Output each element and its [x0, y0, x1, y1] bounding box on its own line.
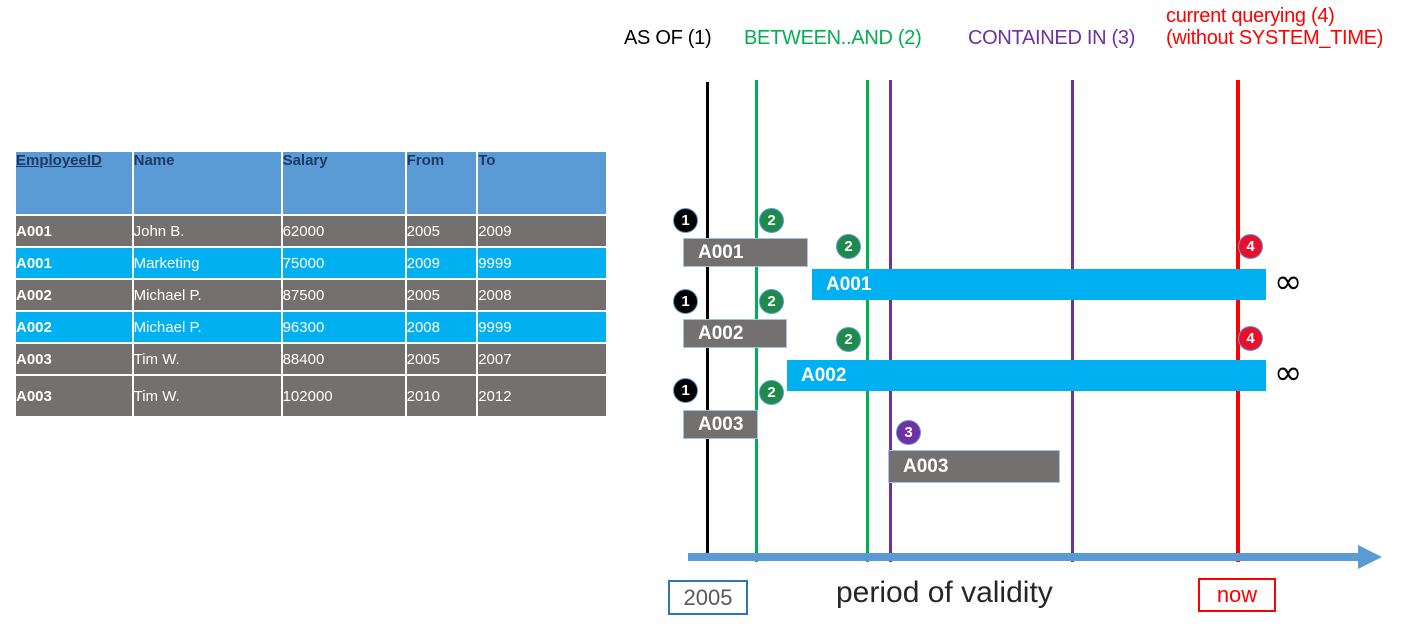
cell-employeeid: A001	[16, 216, 132, 246]
badge-as-of-1: 1	[673, 378, 698, 403]
table-row: A002 Michael P. 87500 2005 2008	[16, 280, 606, 310]
table-row: A002 Michael P. 96300 2008 9999	[16, 312, 606, 342]
cell-employeeid: A002	[16, 312, 132, 342]
cell-from: 2005	[406, 280, 477, 310]
timeline-bar: A003	[888, 450, 1060, 483]
cell-from: 2010	[406, 376, 477, 416]
cell-name: Tim W.	[133, 344, 281, 374]
legend-as-of: AS OF (1)	[624, 27, 712, 49]
badge-between-2: 2	[836, 234, 861, 259]
cell-name: John B.	[133, 216, 281, 246]
axis-title: period of validity	[836, 576, 1053, 609]
cell-employeeid: A003	[16, 344, 132, 374]
cell-name: Tim W.	[133, 376, 281, 416]
cell-name: Marketing	[133, 248, 281, 278]
cell-from: 2005	[406, 216, 477, 246]
query-line-contained-end	[1071, 80, 1074, 562]
cell-from: 2005	[406, 344, 477, 374]
timeline-bar: A002	[787, 360, 1266, 391]
badge-current-query-4: 4	[1238, 234, 1263, 259]
column-header-salary: Salary	[282, 152, 405, 214]
table-header-row: EmployeeID Name Salary From To	[16, 152, 606, 214]
legend-between-and: BETWEEN..AND (2)	[744, 27, 922, 49]
cell-salary: 62000	[282, 216, 405, 246]
legend-current-querying-line1: current querying (4)	[1166, 5, 1335, 27]
cell-employeeid: A002	[16, 280, 132, 310]
cell-from: 2009	[406, 248, 477, 278]
query-line-between-end	[866, 80, 869, 562]
column-header-employeeid: EmployeeID	[16, 152, 132, 214]
cell-salary: 96300	[282, 312, 405, 342]
table-row: A001 John B. 62000 2005 2009	[16, 216, 606, 246]
table-row: A003 Tim W. 102000 2010 2012	[16, 376, 606, 416]
timeline-bar: A003	[683, 410, 758, 439]
cell-to: 2007	[478, 344, 606, 374]
infinity-icon: ∞	[1274, 353, 1303, 393]
cell-from: 2008	[406, 312, 477, 342]
timeline-axis-arrow-icon	[1358, 545, 1382, 569]
axis-now-label: now	[1198, 578, 1276, 612]
cell-salary: 102000	[282, 376, 405, 416]
badge-between-2: 2	[759, 380, 784, 405]
legend-current-querying-line2: (without SYSTEM_TIME)	[1166, 26, 1384, 49]
badge-as-of-1: 1	[673, 289, 698, 314]
column-header-to: To	[478, 152, 606, 214]
cell-employeeid: A001	[16, 248, 132, 278]
legend-current-querying: current querying (4) (without SYSTEM_TIM…	[1166, 5, 1384, 49]
axis-start-label: 2005	[668, 580, 748, 615]
badge-as-of-1: 1	[673, 208, 698, 233]
badge-between-2: 2	[836, 327, 861, 352]
query-line-as-of	[706, 82, 709, 560]
timeline-bar: A002	[683, 319, 787, 348]
timeline-axis	[688, 553, 1360, 561]
table-row: A003 Tim W. 88400 2005 2007	[16, 344, 606, 374]
cell-salary: 88400	[282, 344, 405, 374]
query-line-contained-start	[889, 80, 892, 562]
query-line-now	[1236, 80, 1240, 562]
cell-salary: 75000	[282, 248, 405, 278]
cell-salary: 87500	[282, 280, 405, 310]
badge-between-2: 2	[759, 289, 784, 314]
table-row: A001 Marketing 75000 2009 9999	[16, 248, 606, 278]
cell-employeeid: A003	[16, 376, 132, 416]
cell-to: 2009	[478, 216, 606, 246]
query-line-between-start	[755, 80, 758, 562]
timeline-bar: A001	[812, 269, 1266, 300]
timeline-bar: A001	[683, 238, 808, 267]
cell-to: 2012	[478, 376, 606, 416]
legend-contained-in: CONTAINED IN (3)	[968, 27, 1136, 49]
cell-to: 2008	[478, 280, 606, 310]
cell-name: Michael P.	[133, 280, 281, 310]
cell-to: 9999	[478, 312, 606, 342]
column-header-name: Name	[133, 152, 281, 214]
badge-contained-in-3: 3	[896, 420, 921, 445]
badge-current-query-4: 4	[1238, 326, 1263, 351]
cell-name: Michael P.	[133, 312, 281, 342]
infinity-icon: ∞	[1274, 262, 1303, 302]
employee-temporal-table: EmployeeID Name Salary From To A001 John…	[14, 150, 608, 418]
cell-to: 9999	[478, 248, 606, 278]
column-header-from: From	[406, 152, 477, 214]
badge-between-2: 2	[759, 208, 784, 233]
